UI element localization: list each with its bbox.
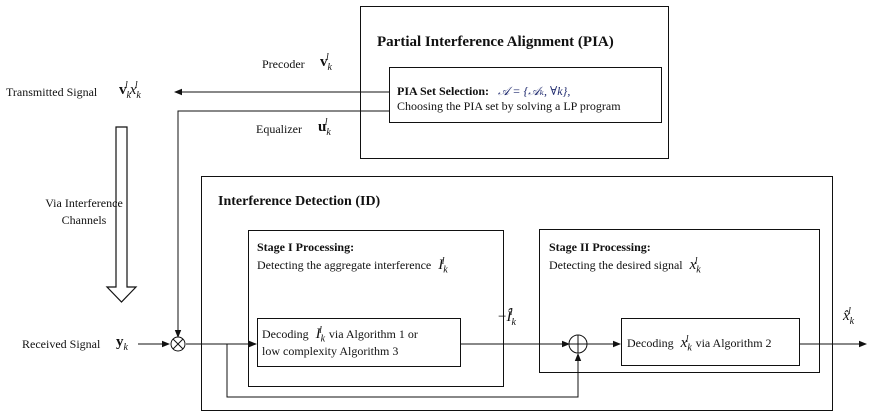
equalizer-label: Equalizer bbox=[256, 122, 302, 136]
stage1-decoding-box bbox=[257, 318, 461, 367]
pia-outer-box bbox=[360, 6, 669, 159]
stage2-desc-line: Detecting the desired signal xkl bbox=[549, 256, 701, 276]
channel-label-line2: Channels bbox=[61, 212, 107, 227]
stage2-decoding-box bbox=[621, 318, 800, 366]
received-symbol: yk bbox=[116, 334, 128, 354]
precoder-symbol: vkl bbox=[320, 51, 332, 74]
multiply-node bbox=[170, 336, 186, 352]
precoder-label: Precoder bbox=[262, 57, 305, 71]
pia-set-formula: 𝒜 = {𝒜ₖ, ∀k}, bbox=[498, 84, 571, 98]
channel-label-line1: Via Interference bbox=[45, 196, 123, 210]
bypass-arrow bbox=[226, 344, 582, 398]
add-node bbox=[568, 334, 588, 354]
id-outer-box bbox=[201, 176, 833, 411]
channel-down-arrow bbox=[105, 126, 138, 303]
stage1-desc-line: Detecting the aggregate interference Ikl bbox=[257, 256, 448, 276]
pia-set-selection-label: PIA Set Selection: bbox=[397, 84, 489, 98]
stage1-box-line2: low complexity Algorithm 3 bbox=[262, 344, 399, 358]
stage2-title: Stage II Processing: bbox=[549, 240, 651, 254]
pia-set-description: Choosing the PIA set by solving a LP pro… bbox=[397, 99, 621, 113]
stage2-desc: Detecting the desired signal bbox=[549, 258, 683, 272]
pia-set-selection-line: PIA Set Selection: 𝒜 = {𝒜ₖ, ∀k}, bbox=[397, 84, 571, 99]
transmitted-label: Transmitted Signal bbox=[6, 85, 98, 99]
stage2-box bbox=[539, 229, 820, 373]
received-label: Received Signal bbox=[22, 337, 101, 351]
stage1-desc: Detecting the aggregate interference bbox=[257, 258, 432, 272]
equalizer-symbol: ukl bbox=[318, 116, 331, 139]
stage1-title: Stage I Processing: bbox=[257, 240, 355, 254]
stage1-box bbox=[248, 230, 504, 387]
equalizer-arrow bbox=[174, 110, 389, 338]
pia-inner-box bbox=[389, 67, 662, 123]
stage2-box-line: Decoding xkl via Algorithm 2 bbox=[627, 334, 772, 354]
pia-title: Partial Interference Alignment (PIA) bbox=[377, 34, 614, 50]
channel-label: Via Interference Channels bbox=[40, 196, 128, 228]
output-symbol: x̂kl bbox=[843, 305, 855, 328]
stage1-box-line1: Decoding Ikl via Algorithm 1 or bbox=[262, 325, 418, 345]
id-title: Interference Detection (ID) bbox=[218, 194, 381, 209]
neg-estimate-label: −Îkl bbox=[498, 307, 516, 328]
